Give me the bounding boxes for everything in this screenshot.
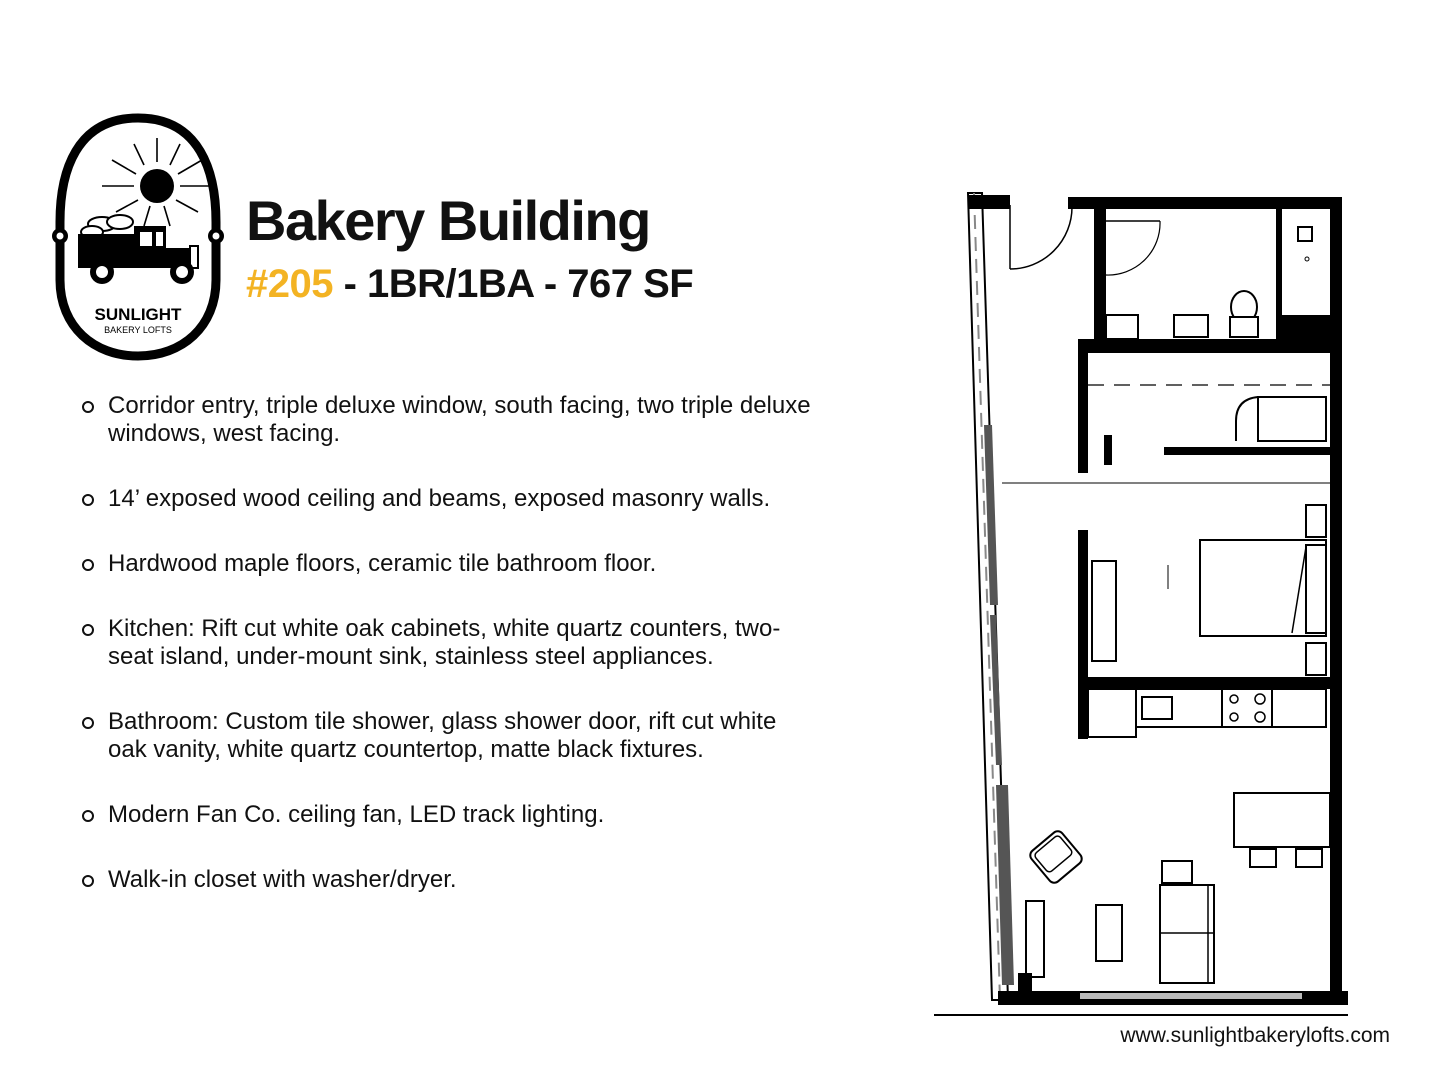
sunlight-logo: SUNLIGHT BAKERY LOFTS [52,113,224,361]
sun-icon [102,138,212,227]
floor-plan [934,192,1348,1016]
unit-number: #205 [246,262,333,306]
bullet-icon [82,875,94,887]
feature-item: Bathroom: Custom tile shower, glass show… [82,708,812,764]
feature-item: Walk-in closet with washer/dryer. [82,866,812,894]
feature-item: Modern Fan Co. ceiling fan, LED track li… [82,801,812,829]
feature-item: Hardwood maple floors, ceramic tile bath… [82,550,812,578]
bullet-icon [82,624,94,636]
page-title: Bakery Building [246,189,651,252]
logo-subtitle: BAKERY LOFTS [104,325,172,335]
bullet-icon [82,717,94,729]
bullet-icon [82,810,94,822]
feature-list: Corridor entry, triple deluxe window, so… [82,392,812,931]
website-url[interactable]: www.sunlightbakerylofts.com [1120,1024,1390,1047]
unit-details: - 1BR/1BA - 767 SF [332,262,694,306]
bullet-icon [82,401,94,413]
logo-name: SUNLIGHT [95,305,183,324]
bullet-icon [82,494,94,506]
bullet-icon [82,559,94,571]
feature-item: Kitchen: Rift cut white oak cabinets, wh… [82,615,812,671]
unit-subtitle: #205 - 1BR/1BA - 767 SF [246,262,694,307]
feature-item: 14’ exposed wood ceiling and beams, expo… [82,485,812,513]
feature-item: Corridor entry, triple deluxe window, so… [82,392,812,448]
truck-icon [78,214,199,284]
